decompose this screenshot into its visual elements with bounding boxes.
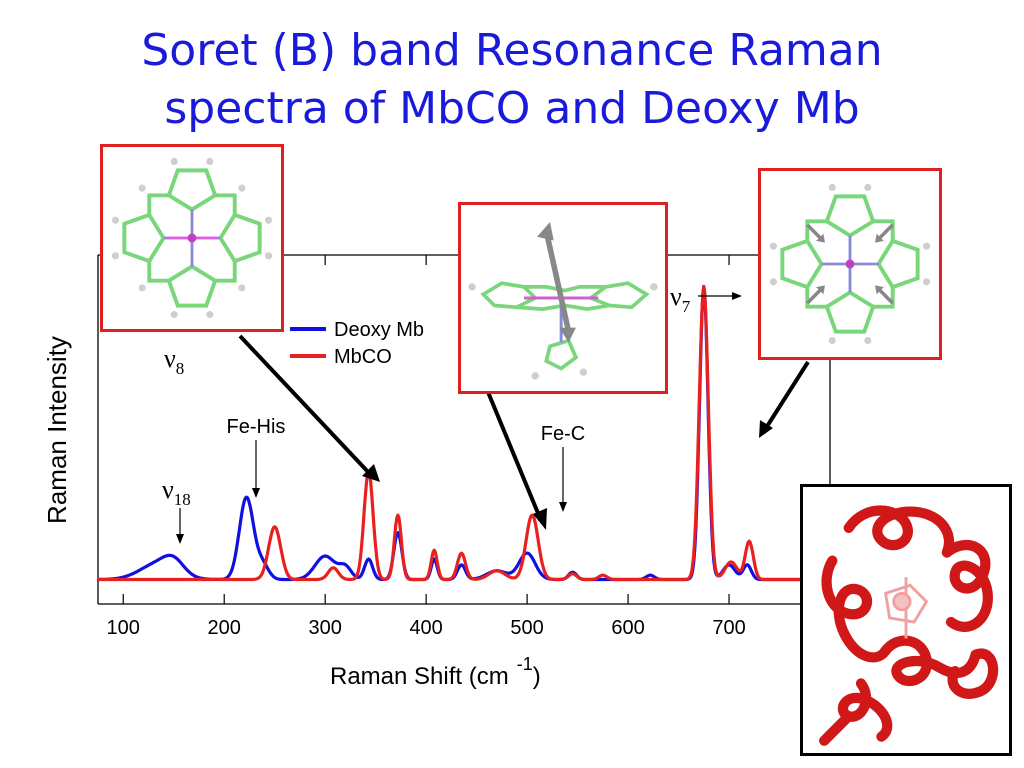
annotation-fe-c: Fe-C [541,423,585,445]
nu18-subscript: 18 [174,490,191,509]
arrow-head-nu7 [732,292,742,300]
arrow-head-fe-c [559,502,567,512]
x-axis-label-superscript: -1 [517,654,533,674]
arrow-nu8-to-peak [238,334,372,476]
x-tick-label: 500 [510,617,543,639]
x-axis-label-main: Raman Shift (cm [330,663,509,690]
annotation-nu8: ν8 [164,344,184,378]
series-line-mbco [97,284,831,582]
porphyrin-nu8-diagram [111,157,273,319]
arrow-head-nu8 [362,464,380,482]
nu7-mode-inset [758,168,942,360]
x-tick-label: 700 [712,617,745,639]
arrow-nu7-mode-to-peak [764,360,810,430]
legend-label-mbco: MbCO [334,346,392,368]
myoglobin-structure-inset [800,484,1012,756]
nu8-symbol: ν [164,344,176,373]
slide-title-line-2: spectra of MbCO and Deoxy Mb [164,83,860,134]
x-tick-label: 100 [107,617,140,639]
arrow-head-nu18 [176,534,184,544]
nu7-subscript: 7 [682,297,691,316]
x-axis-ticks: 100 200 300 400 500 600 700 [107,255,746,639]
spectrum-curves [97,284,831,582]
slide-title-line-1: Soret (B) band Resonance Raman [141,25,883,76]
arrow-head-nu7-mode [759,420,773,438]
nu8-subscript: 8 [176,359,185,378]
nu7-symbol: ν [670,282,682,311]
nu18-symbol: ν [162,475,174,504]
arrow-fec-mode-to-peak [486,391,542,519]
peak-annotations: Fe-His Fe-C ν18 ν8 ν7 [162,282,810,544]
y-axis-label: Raman Intensity [42,336,72,524]
heme-side-view-diagram [468,221,658,380]
porphyrin-nu7-diagram [769,183,931,345]
fe-c-mode-inset [458,202,668,394]
arrow-head-fec-mode [533,508,547,530]
legend-label-deoxy: Deoxy Mb [334,319,424,341]
nu8-mode-inset [100,144,284,332]
arrow-head-fe-his [252,488,260,498]
myoglobin-ribbon-diagram [819,505,999,746]
x-tick-label: 600 [611,617,644,639]
annotation-nu7: ν7 [670,282,691,316]
legend: Deoxy Mb MbCO [290,319,424,368]
x-tick-label: 200 [208,617,241,639]
annotation-fe-his: Fe-His [227,416,286,438]
x-tick-label: 300 [308,617,341,639]
x-axis-label-close: ) [533,663,541,690]
x-tick-label: 400 [409,617,442,639]
x-axis-label: Raman Shift (cm -1) [330,654,541,690]
annotation-nu18: ν18 [162,475,191,509]
